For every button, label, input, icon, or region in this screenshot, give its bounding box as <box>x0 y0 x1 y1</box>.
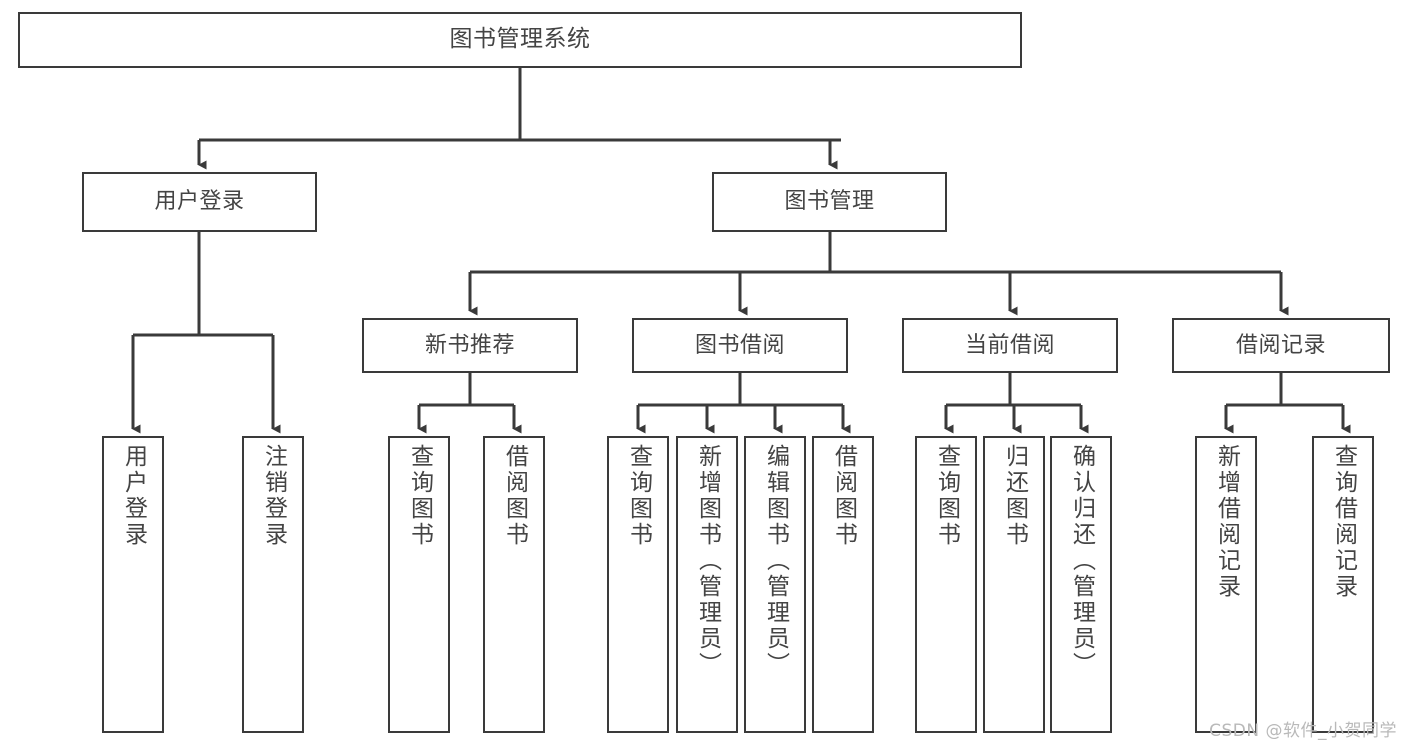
node-label: 查询图书 <box>406 444 433 548</box>
node-leaf-query-book-3[interactable]: 查询图书 <box>915 436 977 733</box>
node-leaf-borrow-book-2[interactable]: 借阅图书 <box>812 436 874 733</box>
node-leaf-query-book-1[interactable]: 查询图书 <box>388 436 450 733</box>
node-root-system[interactable]: 图书管理系统 <box>18 12 1022 68</box>
node-leaf-confirm-return[interactable]: 确认归还（管理员） <box>1050 436 1112 733</box>
node-leaf-logout[interactable]: 注销登录 <box>242 436 304 733</box>
node-label: 用户登录 <box>154 189 245 215</box>
node-label: 图书管理 <box>784 189 875 215</box>
node-leaf-add-book[interactable]: 新增图书（管理员） <box>676 436 738 733</box>
node-label: 借阅图书 <box>830 444 857 548</box>
node-label: 新增图书（管理员） <box>694 444 721 678</box>
node-current-borrow[interactable]: 当前借阅 <box>902 318 1118 373</box>
node-leaf-borrow-book-1[interactable]: 借阅图书 <box>483 436 545 733</box>
node-label: 确认归还（管理员） <box>1068 444 1095 678</box>
node-new-book-recommend[interactable]: 新书推荐 <box>362 318 578 373</box>
node-user-login[interactable]: 用户登录 <box>82 172 317 232</box>
node-label: 图书借阅 <box>694 332 785 358</box>
node-label: 当前借阅 <box>964 332 1055 358</box>
node-label: 新增借阅记录 <box>1213 444 1240 600</box>
node-leaf-query-book-2[interactable]: 查询图书 <box>607 436 669 733</box>
node-label: 注销登录 <box>260 444 287 548</box>
node-book-borrow[interactable]: 图书借阅 <box>632 318 848 373</box>
node-label: 查询图书 <box>933 444 960 548</box>
node-label: 图书管理系统 <box>449 26 591 53</box>
node-label: 新书推荐 <box>424 332 515 358</box>
node-leaf-add-record[interactable]: 新增借阅记录 <box>1195 436 1257 733</box>
node-label: 归还图书 <box>1001 444 1028 548</box>
node-label: 用户登录 <box>120 444 147 548</box>
node-leaf-query-record[interactable]: 查询借阅记录 <box>1312 436 1374 733</box>
node-label: 查询借阅记录 <box>1330 444 1357 600</box>
node-borrow-record[interactable]: 借阅记录 <box>1172 318 1390 373</box>
node-leaf-return-book[interactable]: 归还图书 <box>983 436 1045 733</box>
node-book-management[interactable]: 图书管理 <box>712 172 947 232</box>
node-label: 借阅图书 <box>501 444 528 548</box>
node-leaf-user-login[interactable]: 用户登录 <box>102 436 164 733</box>
node-label: 借阅记录 <box>1235 332 1326 358</box>
node-label: 编辑图书（管理员） <box>762 444 789 678</box>
node-label: 查询图书 <box>625 444 652 548</box>
watermark-text: CSDN @软件_小贺同学 <box>1209 721 1397 741</box>
node-leaf-edit-book[interactable]: 编辑图书（管理员） <box>744 436 806 733</box>
